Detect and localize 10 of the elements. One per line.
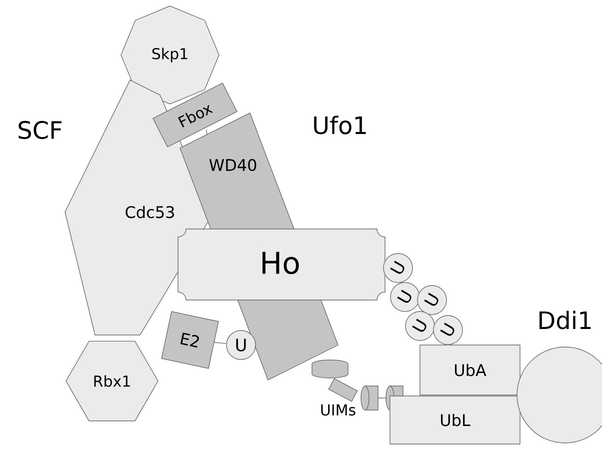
domain-box: E2 [161,311,219,369]
domain-circle [516,346,602,444]
domain-box: Ho [178,228,386,300]
connector-line [206,129,208,136]
protein-label: SCF [18,120,62,140]
protein-label: UIMs [321,404,356,416]
protein-label: Ddi1 [540,310,591,330]
domain-box: UbL [390,396,520,444]
connector-line [214,342,227,344]
domain-box: Fbox [152,82,238,148]
